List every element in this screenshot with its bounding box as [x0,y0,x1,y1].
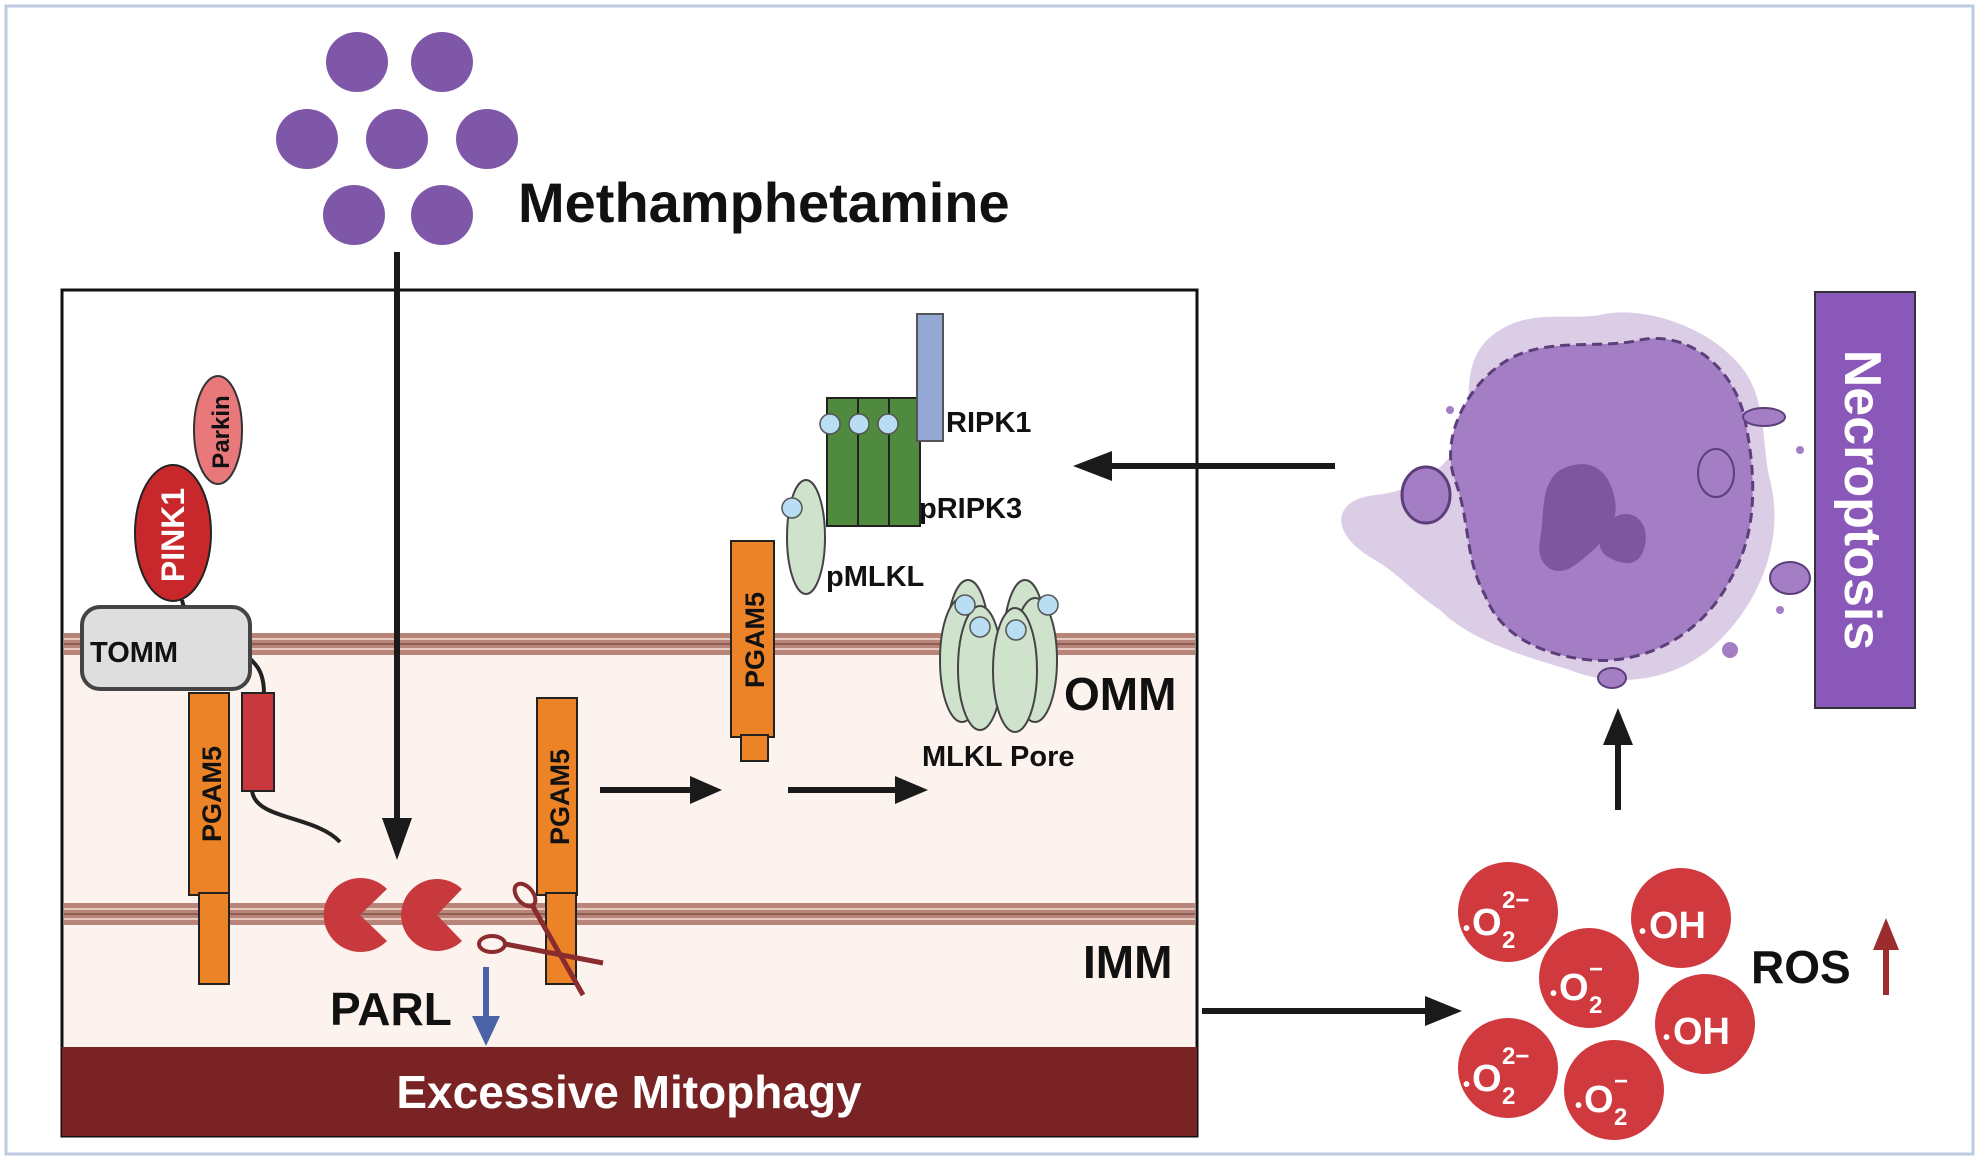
svg-text:•: • [1550,983,1557,1005]
ros-superoxide-upper: • O 2 − [1539,928,1639,1028]
ros-hydroxyl-top: • OH [1631,868,1731,968]
svg-text:•: • [1639,921,1646,943]
parkin-label: Parkin [208,395,235,468]
pgam5-right [730,540,775,738]
excessive-mitophagy-banner [62,1047,1197,1136]
phospho-site [1037,594,1059,616]
pgam5-left-anchor [198,892,230,985]
svg-text:2: 2 [1502,1083,1515,1110]
svg-text:O: O [1559,967,1589,1009]
phospho-site [781,497,803,519]
mlkl-pore-arrow [788,776,928,804]
phospho-site [848,413,870,435]
svg-text:•: • [1663,1027,1670,1049]
phospho-site [969,616,991,638]
drug-dot [276,109,338,169]
pripk3-label: pRIPK3 [919,493,1022,525]
svg-text:•: • [1463,1074,1470,1096]
ros-superoxide-lower: • O 2 − [1564,1040,1664,1140]
svg-text:2: 2 [1502,927,1515,954]
imm-label: IMM [1083,936,1172,988]
mitochondrion-to-ros-arrow [1202,996,1462,1026]
ros-increase-arrow [1873,918,1899,995]
parl-decrease-arrow [472,967,500,1046]
drug-dot [366,109,428,169]
pink1-shape [134,464,212,602]
pgam5-left [188,692,230,896]
svg-text:OH: OH [1673,1011,1730,1053]
drug-dot [456,109,518,169]
ros-to-necroptosis-arrow [1603,708,1633,810]
necroptosis-box [1814,291,1916,709]
necroptosis-to-ripk-arrow [1073,451,1335,481]
svg-text:−: − [1589,956,1603,983]
drug-dot [411,32,473,92]
phospho-site [877,413,899,435]
methamphetamine-molecules [276,32,518,245]
pgam5-middle [536,697,578,896]
pink1-transmembrane [241,692,275,792]
svg-text:2−: 2− [1502,887,1529,914]
ros-label: ROS [1751,941,1851,993]
svg-text:2−: 2− [1502,1043,1529,1070]
parl-label: PARL [330,983,452,1035]
necroptosis-label: Necroptosis [1833,350,1891,651]
tomm-complex [80,605,252,691]
mlkl-pore [939,579,1059,733]
svg-text:O: O [1472,1058,1502,1100]
pgam5-translocation-arrow [600,776,722,804]
svg-text:O: O [1584,1079,1614,1121]
pmlkl-label: pMLKL [826,561,924,593]
phospho-site [1005,619,1027,641]
ripk1-shape [916,313,944,442]
ros-superoxide-dianion-top: • O 2 2− [1458,862,1558,962]
ros-hydroxyl-bottom: • OH [1655,974,1755,1074]
svg-text:2: 2 [1589,992,1602,1019]
parl-shape [323,878,387,952]
ripk1-label: RIPK1 [946,407,1031,439]
phospho-site [954,594,976,616]
pmlkl-shape [786,479,826,595]
pink1-label: PINK1 [155,488,191,582]
drug-dot [326,32,388,92]
necroptotic-cell-icon [1341,312,1811,689]
parl-proteases [323,878,462,952]
tomm-label: TOMM [90,637,178,669]
methamphetamine-label: Methamphetamine [518,171,1010,234]
methamphetamine-arrow [382,252,412,860]
drug-dot [323,185,385,245]
svg-text:•: • [1463,918,1470,940]
drug-dot [411,185,473,245]
svg-text:•: • [1575,1095,1582,1117]
scissors-icon [477,881,604,997]
pgam5-right-anchor [740,734,769,762]
pripk3-complex [819,397,921,527]
svg-text:O: O [1472,902,1502,944]
parkin-shape [193,375,243,485]
pgam5-middle-label: PGAM5 [545,749,575,845]
svg-text:−: − [1614,1068,1628,1095]
mlkl-pore-label: MLKL Pore [922,741,1075,773]
omm-label: OMM [1064,668,1176,720]
ros-superoxide-dianion-bottom: • O 2 2− [1458,1018,1558,1118]
parl-shape [401,879,462,952]
excessive-mitophagy-label: Excessive Mitophagy [396,1066,862,1118]
pgam5-left-label: PGAM5 [197,746,227,842]
pgam5-right-label: PGAM5 [740,592,770,688]
svg-text:2: 2 [1614,1104,1627,1131]
svg-text:OH: OH [1649,905,1706,947]
phospho-site [819,413,841,435]
inner-mitochondrial-membrane [64,903,1195,925]
